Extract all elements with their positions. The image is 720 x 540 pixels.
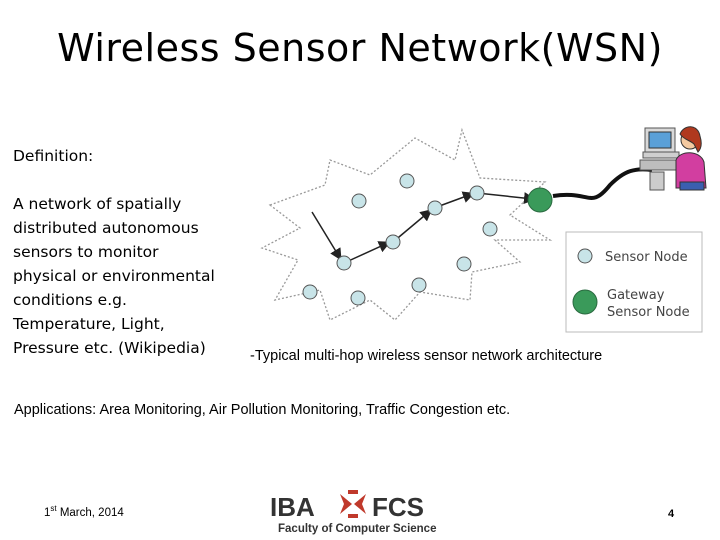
date-suffix: st bbox=[50, 504, 57, 513]
sensor-node bbox=[482, 221, 498, 237]
logo-right-text: FCS bbox=[372, 492, 424, 522]
wsn-diagram: Sensor Node Gateway Sensor Node bbox=[260, 126, 707, 333]
date-rest: March, 2014 bbox=[56, 506, 124, 519]
legend-gateway-label-2: Sensor Node bbox=[607, 305, 690, 320]
sensor-node bbox=[336, 255, 352, 271]
slide-date: 1st March, 2014 bbox=[44, 504, 124, 519]
date-day: 1 bbox=[44, 506, 51, 519]
definition-line: A network of spatially bbox=[13, 195, 182, 213]
gateway-cable bbox=[552, 167, 653, 200]
slide-title: Wireless Sensor Network(WSN) bbox=[57, 26, 663, 70]
definition-heading: Definition: bbox=[13, 147, 94, 165]
sensor-node bbox=[302, 284, 318, 300]
multi-hop-path bbox=[311, 191, 536, 264]
computer-user-icon bbox=[639, 126, 707, 191]
definition-text: A network of spatially distributed auton… bbox=[13, 192, 243, 360]
definition-line: conditions e.g. bbox=[13, 291, 127, 309]
page-number: 4 bbox=[668, 508, 675, 520]
diagram-caption: -Typical multi-hop wireless sensor netwo… bbox=[250, 348, 603, 364]
sensor-nodes bbox=[302, 173, 498, 306]
definition-line: sensors to monitor bbox=[13, 243, 159, 261]
sensor-node bbox=[399, 173, 415, 189]
definition-line: Pressure etc. (Wikipedia) bbox=[13, 339, 206, 357]
legend-sensor-label: Sensor Node bbox=[605, 250, 688, 265]
sensor-node bbox=[350, 290, 366, 306]
gateway-node bbox=[527, 187, 553, 213]
sensor-node bbox=[385, 234, 401, 250]
definition-line: physical or environmental bbox=[13, 267, 215, 285]
sensor-node bbox=[411, 277, 427, 293]
sensor-node bbox=[351, 193, 367, 209]
legend-sensor-icon bbox=[577, 248, 593, 264]
legend-box bbox=[565, 231, 703, 333]
iba-fcs-logo: IBA FCS Faculty of Computer Science bbox=[270, 490, 436, 535]
legend-gateway-label-1: Gateway bbox=[607, 288, 665, 303]
definition-line: distributed autonomous bbox=[13, 219, 199, 237]
logo-emblem-icon bbox=[340, 490, 366, 518]
logo-subtitle: Faculty of Computer Science bbox=[278, 523, 436, 535]
logo-left-text: IBA bbox=[270, 492, 315, 522]
definition-line: Temperature, Light, bbox=[13, 315, 165, 333]
sensor-node bbox=[456, 256, 472, 272]
network-boundary bbox=[260, 127, 553, 321]
applications-text: Applications: Area Monitoring, Air Pollu… bbox=[14, 402, 511, 418]
legend-gateway-icon bbox=[572, 289, 598, 315]
legend: Sensor Node Gateway Sensor Node bbox=[565, 231, 703, 333]
sensor-node bbox=[469, 185, 485, 201]
sensor-node bbox=[427, 200, 443, 216]
